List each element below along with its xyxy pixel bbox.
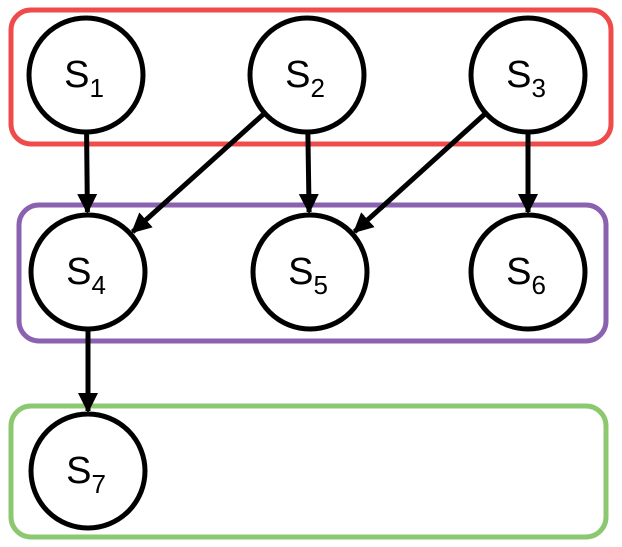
node-s3: S3	[468, 15, 588, 135]
node-s4: S4	[28, 212, 148, 332]
node-s4-base: S	[66, 251, 91, 293]
node-s5-sub: 5	[313, 270, 327, 300]
edge-s2-s4	[130, 111, 267, 234]
svg-text:S1: S1	[64, 54, 104, 103]
svg-text:S3: S3	[506, 54, 546, 103]
group-top-box	[8, 7, 614, 147]
svg-text:S2: S2	[285, 54, 325, 103]
svg-text:S4: S4	[66, 251, 106, 300]
node-s7-sub: 7	[91, 469, 105, 499]
node-s2: S2	[247, 15, 367, 135]
node-s4-sub: 4	[91, 270, 105, 300]
node-s3-base: S	[506, 54, 531, 96]
edge-s2-s5	[298, 131, 319, 215]
node-s6-base: S	[506, 251, 531, 293]
edge-s3-s5	[352, 111, 488, 234]
group-bottom-box	[8, 403, 609, 540]
node-s5: S5	[250, 212, 370, 332]
svg-text:S6: S6	[506, 251, 546, 300]
node-s7: S7	[28, 411, 148, 531]
node-s5-base: S	[288, 251, 313, 293]
edges-layer	[77, 111, 538, 413]
svg-text:S7: S7	[66, 450, 106, 499]
edge-s1-s4	[77, 131, 98, 215]
node-s3-sub: 3	[531, 73, 545, 103]
node-s7-base: S	[66, 450, 91, 492]
node-s1-sub: 1	[89, 73, 103, 103]
node-s6: S6	[468, 212, 588, 332]
node-s1-base: S	[64, 54, 89, 96]
node-s2-sub: 2	[310, 73, 324, 103]
node-s1: S1	[26, 15, 146, 135]
node-s2-base: S	[285, 54, 310, 96]
svg-text:S5: S5	[288, 251, 328, 300]
node-s6-sub: 6	[531, 270, 545, 300]
